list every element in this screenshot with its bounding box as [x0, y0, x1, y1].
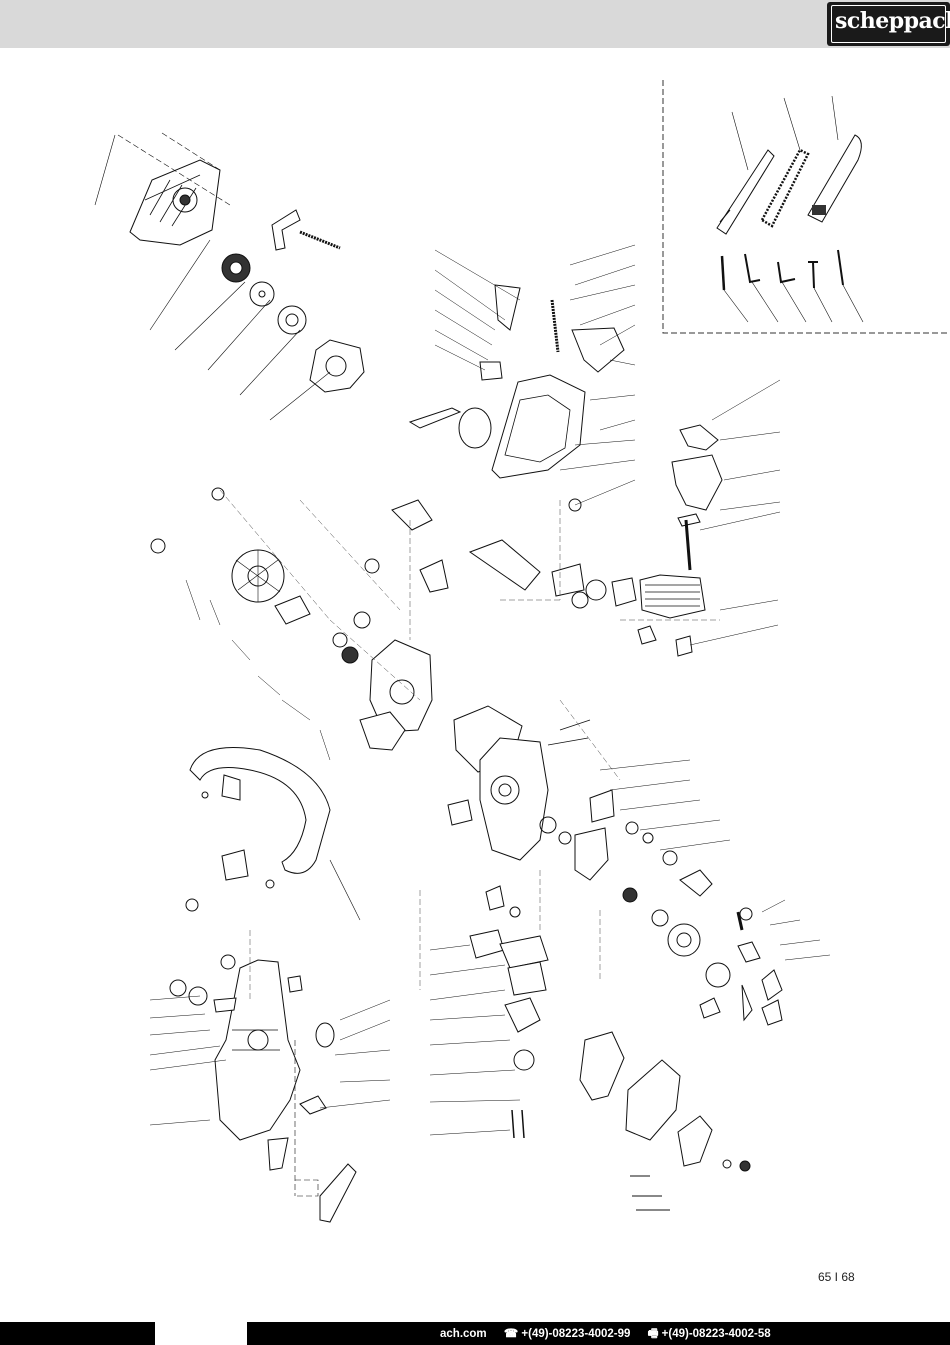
brand-logo: scheppach — [827, 2, 950, 46]
footer-fax: 🖷 +(49)-08223-4002-58 — [647, 1328, 771, 1340]
exploded-parts-diagram — [94, 80, 950, 1223]
flywheel-assembly — [150, 487, 449, 761]
footer-web-link[interactable]: ach.com — [440, 1328, 487, 1340]
construction-lines — [219, 489, 720, 1000]
cylinder-assembly — [468, 379, 781, 657]
page-number: 65 I 68 — [818, 1270, 855, 1284]
footer-gap — [155, 1322, 247, 1345]
header-bar — [0, 0, 950, 48]
footer-contact: ach.com ☎ +(49)-08223-4002-99 🖷 +(49)-08… — [440, 1326, 785, 1345]
rear-handle-assembly — [149, 954, 391, 1223]
brand-logo-text: scheppach — [835, 8, 950, 34]
starter-assembly — [94, 132, 365, 421]
carburetor-assembly — [429, 885, 751, 1211]
footer-phone: ☎ +(49)-08223-4002-99 — [503, 1328, 631, 1340]
clutch-assembly — [622, 887, 831, 1026]
crankcase-assembly — [447, 705, 731, 897]
accessory-box — [662, 80, 950, 334]
chain-brake-assembly — [408, 244, 636, 512]
front-handle-assembly — [185, 747, 361, 921]
